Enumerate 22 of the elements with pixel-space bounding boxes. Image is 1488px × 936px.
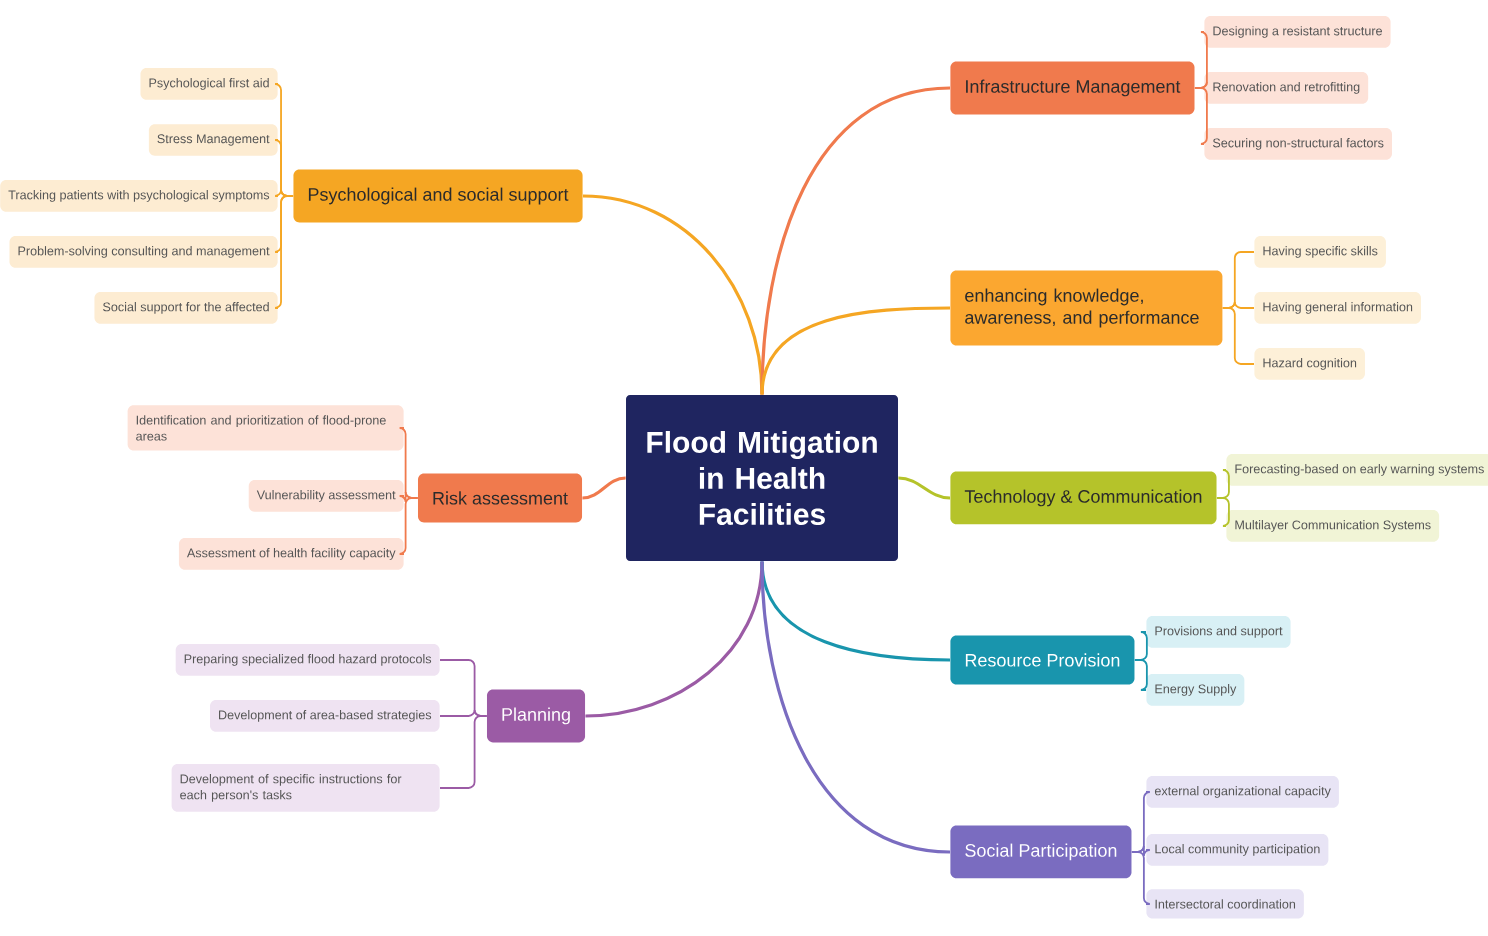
connector-line	[1194, 87, 1208, 145]
branch-box: Technology & Communication	[950, 471, 1217, 525]
branch-box: Risk assessment	[418, 473, 583, 523]
connector-line	[1133, 659, 1148, 691]
connector-line	[1216, 497, 1230, 527]
connector-line	[439, 715, 488, 789]
connector-line	[898, 476, 951, 500]
branch-box: Infrastructure Management	[950, 61, 1195, 115]
connector-line	[760, 306, 950, 395]
central-topic-box: Flood Mitigation in Health Facilities	[626, 394, 898, 561]
connector-line	[760, 86, 951, 395]
connector-line	[582, 476, 626, 500]
connector-line	[1221, 307, 1255, 365]
connector-line	[274, 195, 294, 309]
branch-box: enhancing knowledge, awareness, and performance	[950, 270, 1223, 346]
connector-line	[398, 497, 419, 555]
branch-box: Social Participation	[950, 825, 1132, 879]
branch-box: Planning	[487, 689, 586, 743]
connector-line	[760, 561, 951, 854]
branch-box: Psychological and social support	[293, 169, 583, 223]
branch-box: Resource Provision	[950, 635, 1135, 685]
connector-line	[1131, 851, 1151, 905]
